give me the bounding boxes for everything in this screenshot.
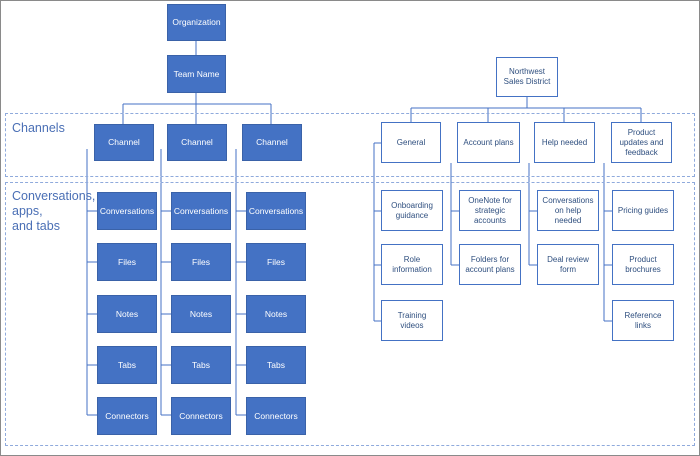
- channels-region: [5, 113, 695, 177]
- account-plans-channel-node: Account plans: [457, 122, 520, 163]
- product-brochures-label: Product brochures: [625, 254, 661, 274]
- notes-label: Notes: [115, 308, 139, 319]
- deal-review-form-node: Deal review form: [537, 244, 599, 285]
- folders-account-plans-node: Folders for account plans: [459, 244, 521, 285]
- connectors-node: Connectors: [97, 397, 157, 435]
- training-videos-node: Training videos: [381, 300, 443, 341]
- product-brochures-node: Product brochures: [612, 244, 674, 285]
- tabs-label: Tabs: [118, 359, 136, 370]
- conversations-help-needed-label: Conversations on help needed: [542, 195, 594, 225]
- tabs-node: Tabs: [171, 346, 231, 384]
- conversations-region: [5, 182, 695, 446]
- role-information-node: Role information: [381, 244, 443, 285]
- connectors-node: Connectors: [171, 397, 231, 435]
- onboarding-guidance-node: Onboarding guidance: [381, 190, 443, 231]
- help-needed-channel-label: Help needed: [541, 137, 588, 147]
- conversations-label: Conversations: [99, 205, 155, 216]
- onenote-strategic-accounts-node: OneNote for strategic accounts: [459, 190, 521, 231]
- tabs-node: Tabs: [97, 346, 157, 384]
- notes-label: Notes: [264, 308, 288, 319]
- folders-account-plans-label: Folders for account plans: [465, 254, 515, 274]
- conversations-node: Conversations: [171, 192, 231, 230]
- files-node: Files: [171, 243, 231, 281]
- deal-review-form-label: Deal review form: [547, 254, 589, 274]
- channels-region-label: Channels: [12, 121, 65, 135]
- product-updates-channel-label: Product updates and feedback: [619, 127, 664, 157]
- pricing-guides-label: Pricing guides: [617, 205, 669, 215]
- reference-links-label: Reference links: [624, 310, 662, 330]
- team-name-label: Team Name: [173, 68, 220, 79]
- general-channel-node: General: [381, 122, 441, 163]
- files-node: Files: [97, 243, 157, 281]
- role-information-label: Role information: [392, 254, 432, 274]
- general-channel-label: General: [396, 137, 426, 147]
- connectors-label: Connectors: [254, 410, 298, 421]
- onenote-strategic-accounts-label: OneNote for strategic accounts: [468, 195, 512, 225]
- conversations-region-label: Conversations, apps, and tabs: [12, 189, 96, 233]
- files-node: Files: [246, 243, 306, 281]
- connectors-node: Connectors: [246, 397, 306, 435]
- pricing-guides-node: Pricing guides: [612, 190, 674, 231]
- connectors-label: Connectors: [105, 410, 149, 421]
- northwest-root-label: Northwest Sales District: [503, 67, 551, 86]
- account-plans-channel-label: Account plans: [463, 137, 514, 147]
- notes-node: Notes: [171, 295, 231, 333]
- conversations-node: Conversations: [246, 192, 306, 230]
- notes-node: Notes: [97, 295, 157, 333]
- channel-node: Channel: [167, 124, 227, 161]
- channel-node: Channel: [94, 124, 154, 161]
- channel-label: Channel: [181, 137, 213, 148]
- tabs-label: Tabs: [267, 359, 285, 370]
- conversations-label: Conversations: [248, 205, 304, 216]
- reference-links-node: Reference links: [612, 300, 674, 341]
- help-needed-channel-node: Help needed: [534, 122, 595, 163]
- files-label: Files: [118, 256, 136, 267]
- onboarding-guidance-label: Onboarding guidance: [391, 200, 433, 220]
- team-name-node: Team Name: [167, 55, 226, 93]
- conversations-label: Conversations: [173, 205, 229, 216]
- files-label: Files: [192, 256, 210, 267]
- channel-label: Channel: [256, 137, 288, 148]
- training-videos-label: Training videos: [397, 310, 427, 330]
- connectors-label: Connectors: [179, 410, 223, 421]
- tabs-node: Tabs: [246, 346, 306, 384]
- files-label: Files: [267, 256, 285, 267]
- northwest-root-node: Northwest Sales District: [496, 57, 558, 97]
- product-updates-channel-node: Product updates and feedback: [611, 122, 672, 163]
- channel-label: Channel: [108, 137, 140, 148]
- organization-label: Organization: [172, 17, 221, 28]
- conversations-node: Conversations: [97, 192, 157, 230]
- notes-node: Notes: [246, 295, 306, 333]
- channel-node: Channel: [242, 124, 302, 161]
- organization-node: Organization: [167, 4, 226, 41]
- notes-label: Notes: [189, 308, 213, 319]
- tabs-label: Tabs: [192, 359, 210, 370]
- conversations-help-needed-node: Conversations on help needed: [537, 190, 599, 231]
